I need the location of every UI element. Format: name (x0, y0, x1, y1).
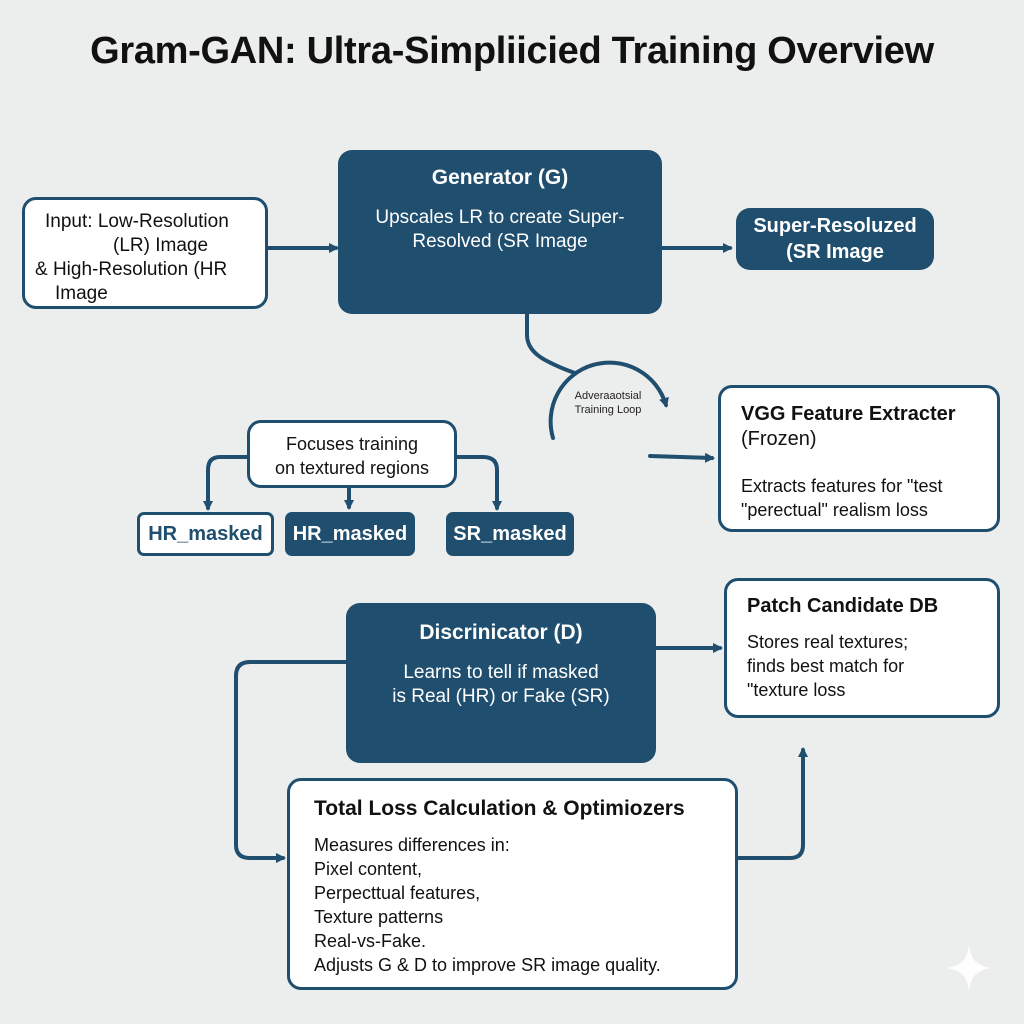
sparkle-icon (946, 945, 992, 991)
generator-heading: Generator (G) (431, 166, 569, 189)
mask-left-hr-masked: HR_masked (137, 512, 274, 556)
generator-line-2: Resolved (SR Image (412, 231, 588, 252)
loop-label-line-2: Training Loop (574, 404, 642, 416)
mask-right-sr-masked: SR_masked (446, 512, 574, 556)
total-loss-line-3: Perpecttual features, (314, 883, 481, 903)
mask-middle-label: HR_masked (292, 523, 408, 545)
input-line-3: & High-Resolution (HR (35, 259, 228, 280)
mask-right-label: SR_masked (453, 523, 567, 545)
discriminator-line-2: is Real (HR) or Fake (SR) (392, 686, 610, 707)
vgg-box: VGG Feature Extracter (Frozen) Extracts … (718, 385, 1000, 532)
vgg-body-line-2: "perectual" realism loss (741, 500, 928, 520)
mask-middle-hr-masked: HR_masked (285, 512, 415, 556)
patch-db-heading: Patch Candidate DB (747, 595, 939, 617)
arrow-generator-to-vgg (525, 312, 577, 375)
discriminator-box: Discrinicator (D) Learns to tell if mask… (346, 603, 656, 763)
total-loss-heading: Total Loss Calculation & Optimiozers (314, 797, 685, 820)
total-loss-line-2: Pixel content, (314, 859, 423, 879)
vgg-heading-line-2: (Frozen) (741, 428, 817, 450)
focus-box: Focuses training on textured regions (247, 420, 457, 488)
vgg-heading-line-1: VGG Feature Extracter (741, 403, 956, 425)
focus-line-2: on textured regions (274, 458, 430, 478)
total-loss-line-4: Texture patterns (314, 907, 444, 927)
patch-db-line-3: "texture loss (747, 680, 846, 700)
patch-db-line-1: Stores real textures; (747, 632, 909, 652)
focus-line-1: Focuses training (285, 434, 419, 454)
patch-db-box: Patch Candidate DB Stores real textures;… (724, 578, 1000, 718)
arrow-total-loss-to-patch-db (736, 747, 808, 860)
total-loss-line-6: Adjusts G & D to improve SR image qualit… (314, 955, 661, 975)
input-line-1: Input: Low-Resolution (45, 211, 229, 232)
arrow-focus-to-left-mask (203, 455, 249, 511)
sr-output-line-2: (SR Image (786, 241, 884, 263)
page-title: Gram-GAN: Ultra-Simpliicied Training Ove… (90, 30, 934, 72)
discriminator-line-1: Learns to tell if masked (403, 662, 599, 683)
sr-output-line-1: Super-Resoluzed (753, 215, 917, 237)
input-box: Input: Low-Resolution (LR) Image & High-… (22, 197, 268, 309)
total-loss-line-5: Real-vs-Fake. (314, 931, 427, 951)
loop-label: Adveraaotsial Training Loop (560, 390, 656, 416)
generator-box: Generator (G) Upscales LR to create Supe… (338, 150, 662, 314)
arrow-loop-to-vgg (648, 452, 715, 463)
sr-output-box: Super-Resoluzed (SR Image (736, 208, 934, 270)
vgg-body-line-1: Extracts features for "test (741, 476, 943, 496)
total-loss-box: Total Loss Calculation & Optimiozers Mea… (287, 778, 738, 990)
input-line-4: Image (55, 283, 108, 304)
arrow-focus-to-right-mask (454, 455, 502, 511)
mask-left-label: HR_masked (148, 523, 263, 545)
discriminator-heading: Discrinicator (D) (419, 621, 583, 644)
total-loss-line-1: Measures differences in: (314, 835, 510, 855)
patch-db-line-2: finds best match for (747, 656, 905, 676)
loop-label-line-1: Adveraaotsial (574, 390, 642, 402)
input-line-2: (LR) Image (113, 235, 209, 256)
generator-line-1: Upscales LR to create Super- (375, 207, 625, 228)
